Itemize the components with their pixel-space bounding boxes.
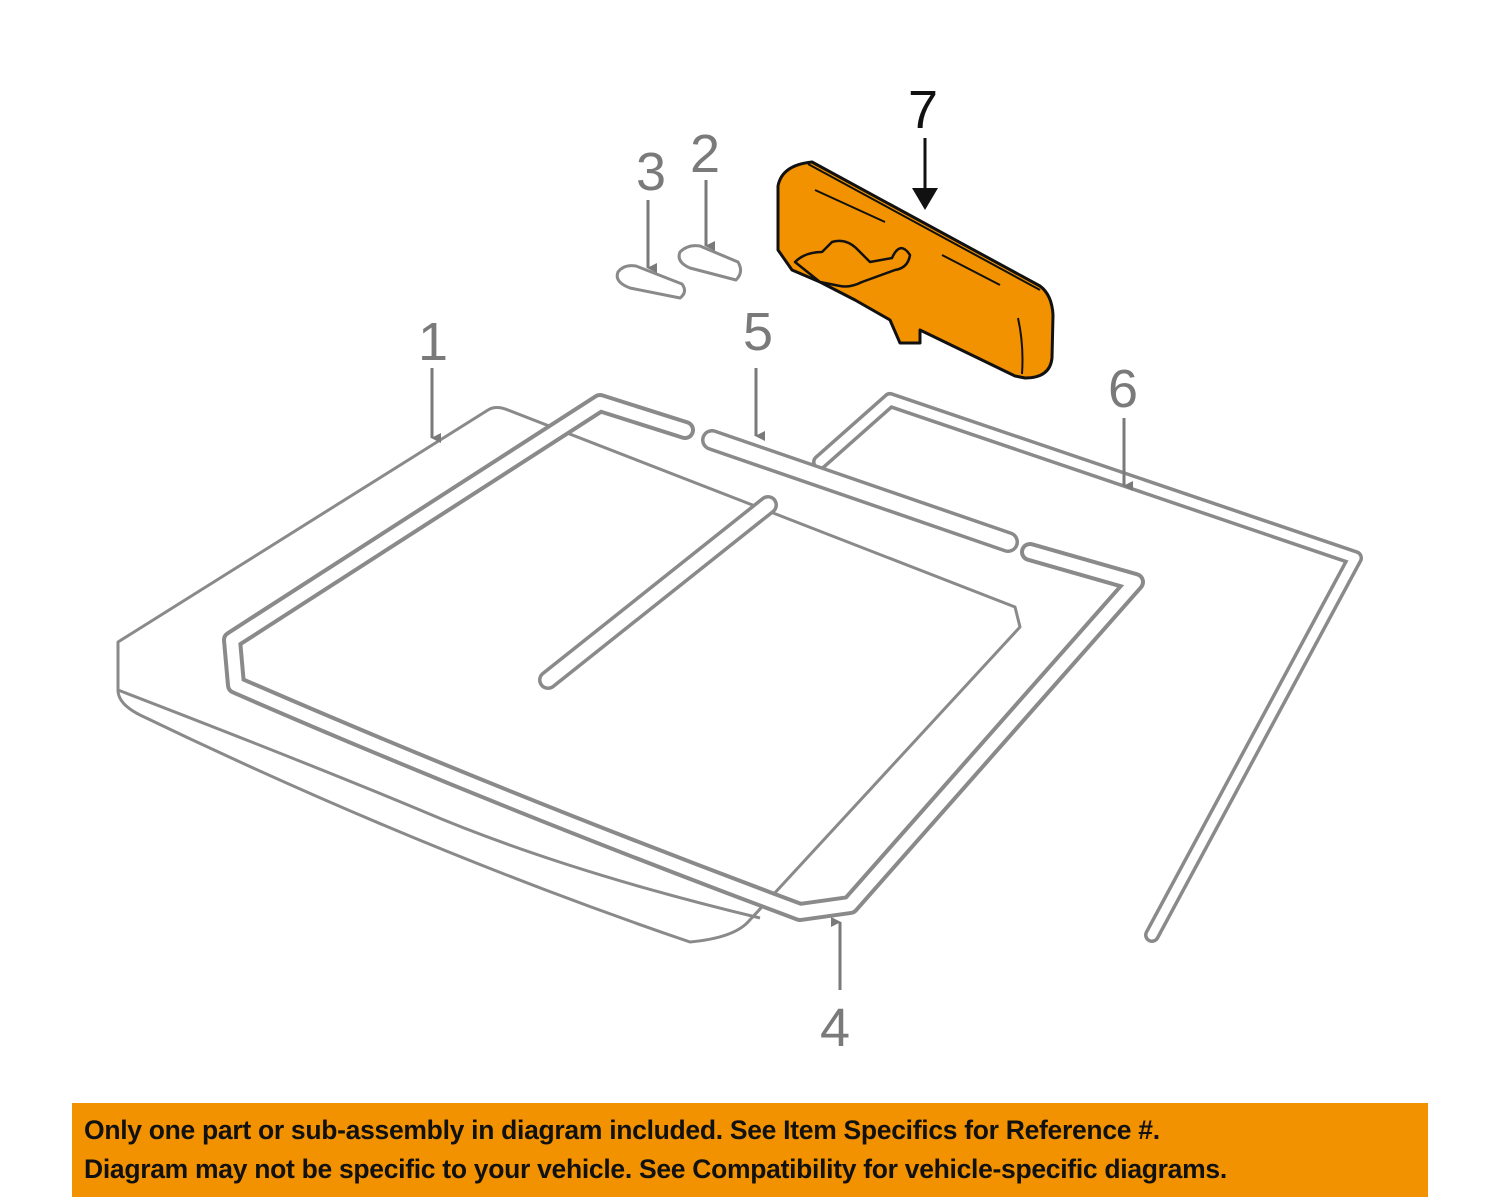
callout-1: 1 — [418, 312, 448, 372]
callout-4: 4 — [820, 998, 850, 1058]
callout-arrow-7-head — [912, 188, 938, 210]
clip-part-3 — [615, 264, 687, 300]
callout-3: 3 — [636, 142, 666, 202]
disclaimer-line-1: Only one part or sub-assembly in diagram… — [84, 1115, 1160, 1145]
callout-5: 5 — [743, 302, 773, 362]
callout-6: 6 — [1108, 359, 1138, 419]
inner-moulding — [222, 393, 1145, 922]
moulding-strip — [538, 429, 1019, 690]
disclaimer-banner: Only one part or sub-assembly in diagram… — [72, 1103, 1428, 1197]
disclaimer-line-2: Diagram may not be specific to your vehi… — [84, 1154, 1227, 1184]
clip-part-2 — [677, 244, 743, 282]
callout-2: 2 — [690, 124, 720, 184]
callout-7: 7 — [908, 80, 938, 140]
rear-view-mirror — [776, 160, 1055, 380]
